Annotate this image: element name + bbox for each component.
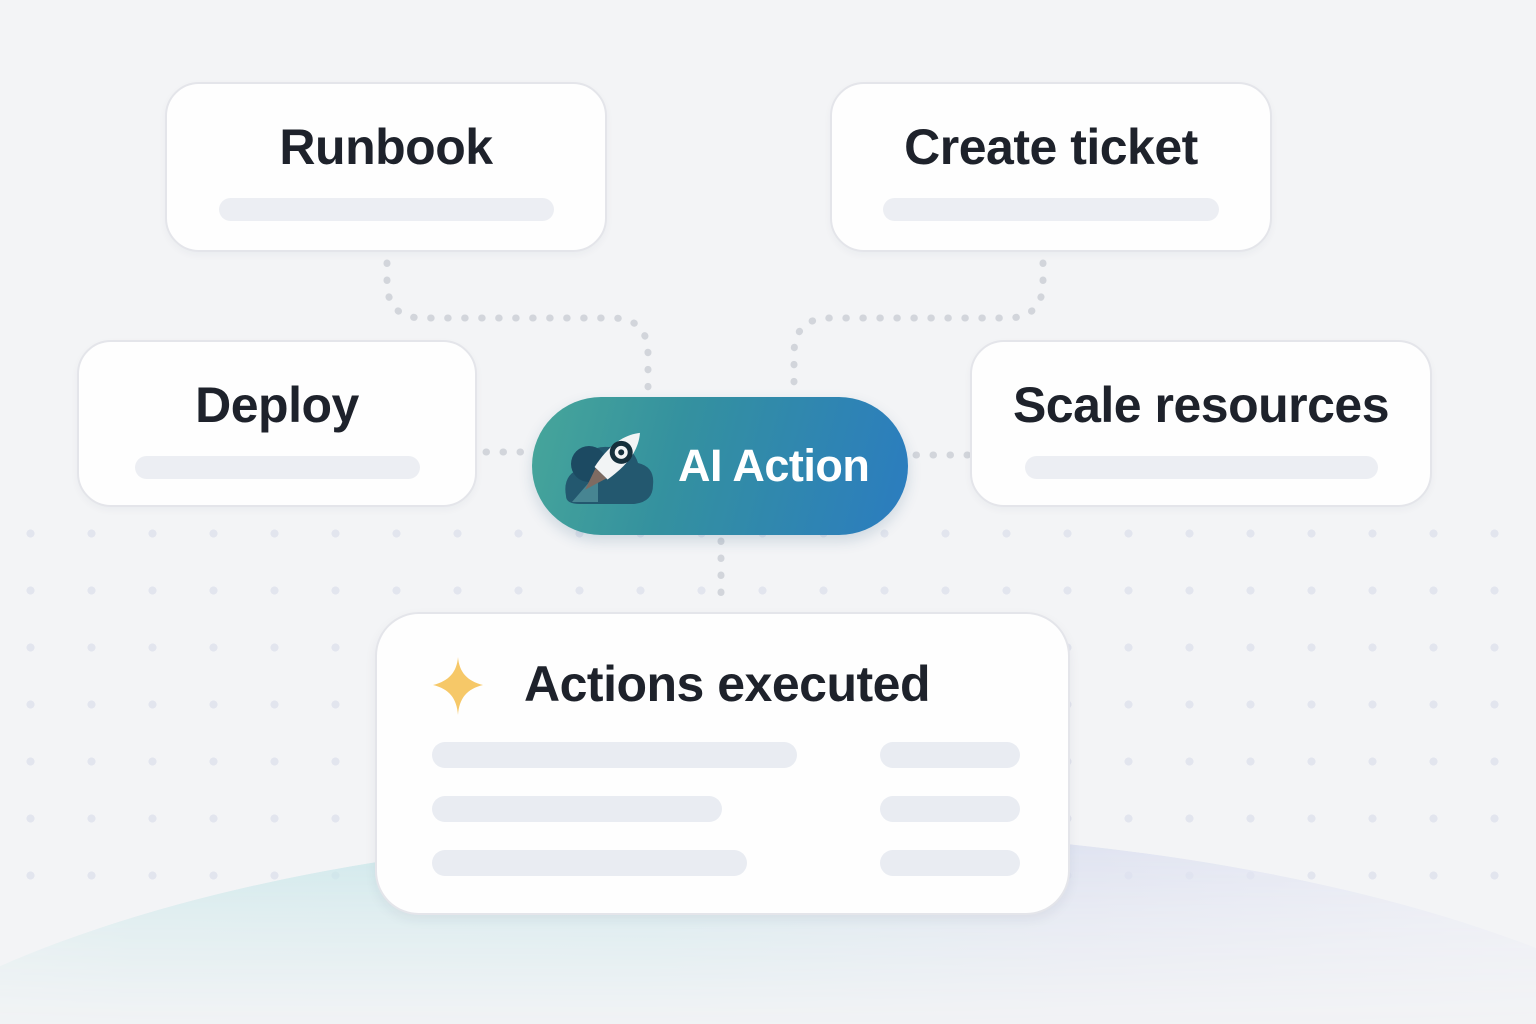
placeholder-bar (218, 198, 554, 221)
placeholder-bar (432, 742, 797, 768)
placeholder-bar (1024, 456, 1378, 479)
placeholder-bar (134, 456, 420, 479)
node-create-ticket: Create ticket (830, 82, 1272, 252)
node-runbook-label: Runbook (279, 119, 493, 175)
actions-executed-title: Actions executed (524, 656, 931, 712)
node-deploy-label: Deploy (195, 377, 359, 433)
node-deploy: Deploy (77, 340, 477, 507)
ai-action-label: AI Action (678, 440, 870, 491)
node-scale-resources-label: Scale resources (1012, 377, 1390, 433)
ai-action-pill: AI Action (532, 397, 908, 535)
placeholder-bar (880, 796, 1020, 822)
placeholder-bar (880, 742, 1020, 768)
node-runbook: Runbook (165, 82, 607, 252)
node-create-ticket-label: Create ticket (904, 119, 1198, 175)
node-scale-resources: Scale resources (970, 340, 1432, 507)
rocket-cloud-icon (565, 432, 654, 504)
sparkle-icon (433, 657, 483, 715)
actions-executed-card: Actions executed (375, 612, 1070, 915)
placeholder-bar (432, 850, 747, 876)
placeholder-bar (432, 796, 722, 822)
placeholder-bar (883, 198, 1219, 221)
placeholder-bar (880, 850, 1020, 876)
